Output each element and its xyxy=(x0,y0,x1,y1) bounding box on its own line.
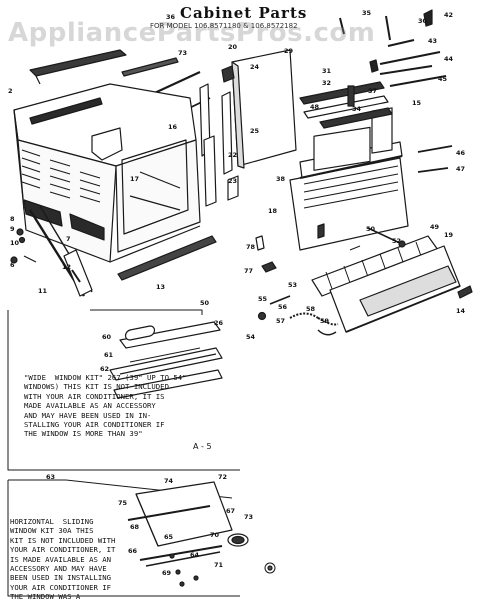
part-number-label: 57 xyxy=(276,317,286,325)
part-number-label: 58 xyxy=(306,305,316,313)
part-number-label: 53 xyxy=(288,281,298,289)
part-number-label: 13 xyxy=(156,283,166,291)
part-number-label: 54 xyxy=(246,333,256,341)
part-number-label: 23 xyxy=(228,177,238,185)
part-number-label: 75 xyxy=(118,499,128,507)
part-number-label: 42 xyxy=(444,11,454,19)
part-number-label: 7 xyxy=(66,235,71,243)
part-number-label: 34 xyxy=(352,105,362,113)
part-number-label: 30 xyxy=(418,17,428,25)
rail-73-part xyxy=(121,57,179,77)
spool-part xyxy=(227,533,249,547)
part-number-label: 64 xyxy=(190,551,200,559)
part-number-label: 31 xyxy=(322,67,332,75)
part-number-label: 25 xyxy=(250,127,260,135)
part-number-label: 47 xyxy=(456,165,466,173)
part-number-label: 17 xyxy=(130,175,140,183)
part-number-label: 70 xyxy=(210,531,220,539)
part-number-label: 74 xyxy=(164,477,174,485)
chain-linkage-part xyxy=(257,295,339,336)
part-number-label: 46 xyxy=(456,149,466,157)
part-number-label: 6 xyxy=(10,261,15,269)
part-number-label: 36 xyxy=(166,13,176,21)
part-number-label: 45 xyxy=(438,75,448,83)
part-number-label: 24 xyxy=(250,63,260,71)
part-number-label: 59 xyxy=(320,317,330,325)
part-number-label: 71 xyxy=(214,561,224,569)
diagram-subtitle: FOR MODEL 106.8571180 & 106.8572182 xyxy=(150,22,298,30)
wide-window-kit-note: "WIDE WINDOW KIT" 267 (39" UP TO 54" WIN… xyxy=(24,373,187,439)
part-number-label: 8 xyxy=(10,215,15,223)
part-number-label: 29 xyxy=(284,47,294,55)
part-number-label: 38 xyxy=(276,175,286,183)
horizontal-sliding-kit-note: HORIZONTAL SLIDING WINDOW KIT 30A THIS K… xyxy=(10,517,116,600)
part-number-label: 37 xyxy=(368,87,378,95)
part-number-label: 61 xyxy=(104,351,114,359)
part-number-label: 73 xyxy=(244,513,254,521)
part-number-label: 9 xyxy=(10,225,15,233)
part-number-label: 43 xyxy=(428,37,438,45)
part-number-label: 44 xyxy=(444,55,454,63)
part-number-label: 63 xyxy=(46,473,56,481)
part-number-label: 10 xyxy=(10,239,20,247)
part-number-label: 32 xyxy=(322,79,332,87)
part-number-label: 50 xyxy=(200,299,210,307)
part-number-label: 73 xyxy=(178,49,188,57)
part-number-label: 50 xyxy=(366,225,376,233)
reference-mark: A - 5 xyxy=(193,442,212,451)
slider-panel-part xyxy=(135,481,233,547)
part-number-label: 60 xyxy=(102,333,112,341)
part-number-label: 22 xyxy=(228,151,238,159)
left-leg-parts xyxy=(10,205,93,297)
part-number-label: 2 xyxy=(8,87,13,95)
part-number-label: 48 xyxy=(310,103,320,111)
part-number-label: 72 xyxy=(218,473,228,481)
part-number-label: 66 xyxy=(128,547,138,555)
part-number-label: 49 xyxy=(430,223,440,231)
part-number-label: 11 xyxy=(38,287,48,295)
wide-window-kit-parts xyxy=(109,321,223,399)
part-number-label: 65 xyxy=(164,533,174,541)
part-number-label: 78 xyxy=(246,243,256,251)
part-number-label: 62 xyxy=(100,365,110,373)
panel-29-part xyxy=(231,49,297,169)
part-number-label: 15 xyxy=(412,99,422,107)
part-number-label: 67 xyxy=(226,507,236,515)
part-number-label: 20 xyxy=(228,43,238,51)
part-number-label: 56 xyxy=(278,303,288,311)
part-number-label: 16 xyxy=(168,123,178,131)
part-number-label: 35 xyxy=(362,9,372,17)
part-number-label: 12 xyxy=(62,263,72,271)
part-number-label: 19 xyxy=(444,231,454,239)
part-number-label: 52 xyxy=(392,237,402,245)
part-number-label: 26 xyxy=(214,319,224,327)
part-number-label: 69 xyxy=(162,569,172,577)
diagram-title: Cabinet Parts xyxy=(180,4,308,22)
cabinet-shell-part xyxy=(13,83,201,263)
part-number-label: 14 xyxy=(456,307,466,315)
front-louver-panel-part xyxy=(329,245,461,333)
part-number-label: 18 xyxy=(268,207,278,215)
part-number-label: 77 xyxy=(244,267,254,275)
part-number-label: 55 xyxy=(258,295,268,303)
front-grille-part xyxy=(289,107,409,251)
top-rail-part xyxy=(29,49,127,85)
part-number-label: 68 xyxy=(130,523,140,531)
